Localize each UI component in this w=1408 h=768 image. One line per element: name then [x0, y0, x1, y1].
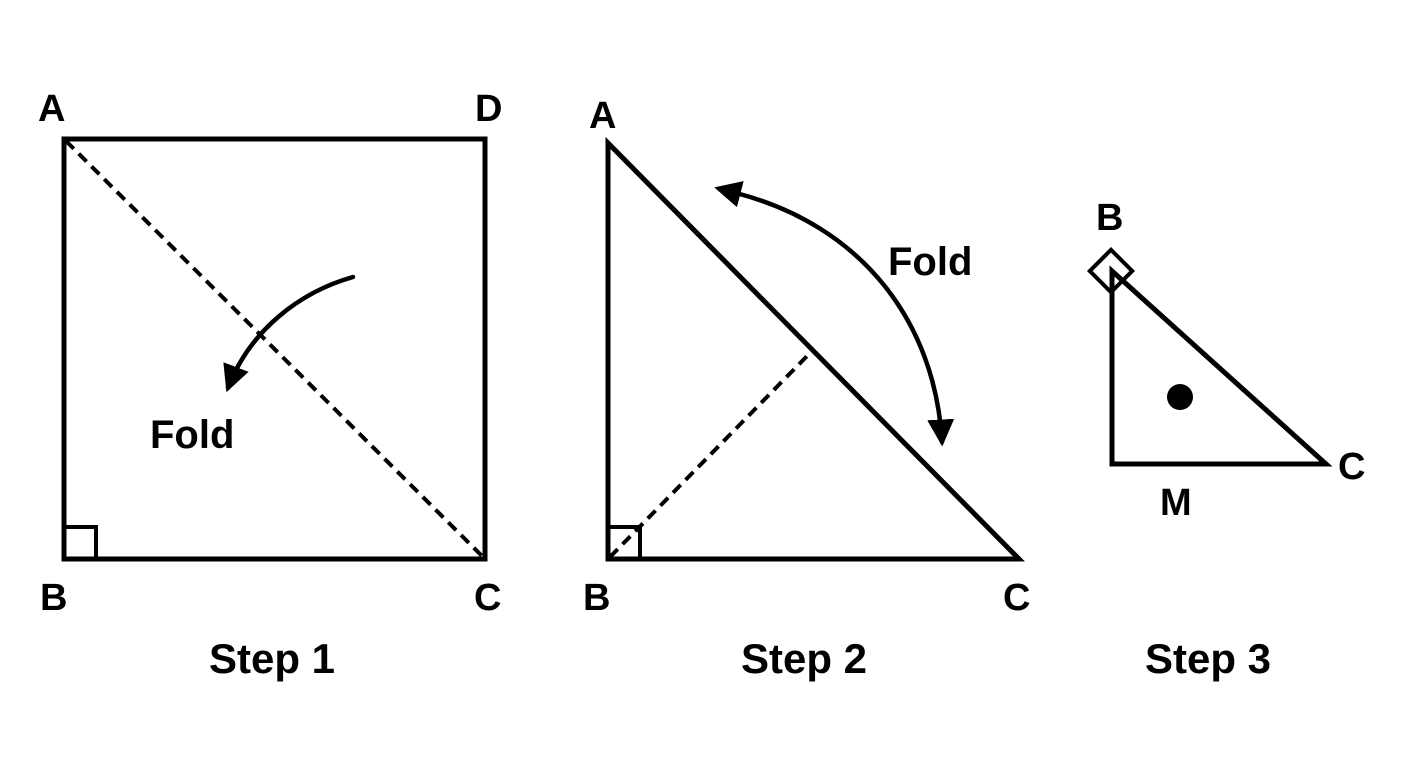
step-1-panel: A D B C Fold Step 1 — [38, 88, 502, 682]
step-2-panel: A B C Fold Step 2 — [583, 95, 1030, 682]
fold-arrow-step1 — [223, 274, 356, 393]
right-angle-marker-b — [64, 525, 98, 559]
vertex-label-b: B — [40, 577, 67, 619]
step-3-panel: B C M Step 3 — [1086, 197, 1365, 682]
vertex-label-c: C — [1003, 577, 1030, 619]
vertex-label-d: D — [475, 88, 502, 130]
fold-label: Fold — [888, 240, 972, 284]
vertex-label-c: C — [474, 577, 501, 619]
fold-label: Fold — [150, 413, 234, 457]
right-angle-marker-b — [608, 525, 642, 559]
step-caption: Step 2 — [741, 635, 867, 682]
center-dot — [1167, 384, 1193, 410]
vertex-label-m: M — [1160, 482, 1192, 524]
fold-arrow-step2 — [714, 181, 955, 447]
step-caption: Step 3 — [1145, 635, 1271, 682]
square-abcd — [61, 136, 488, 562]
vertex-label-a: A — [38, 88, 65, 130]
vertex-label-b: B — [1096, 197, 1123, 239]
step-caption: Step 1 — [209, 635, 335, 682]
triangle-bmc — [1109, 265, 1333, 467]
diagonal-fold-line-ac — [64, 139, 485, 559]
vertex-label-c: C — [1338, 446, 1365, 488]
right-angle-marker-b — [1086, 246, 1136, 296]
triangle-abc — [605, 136, 1025, 562]
vertex-label-a: A — [589, 95, 616, 137]
vertex-label-b: B — [583, 577, 610, 619]
